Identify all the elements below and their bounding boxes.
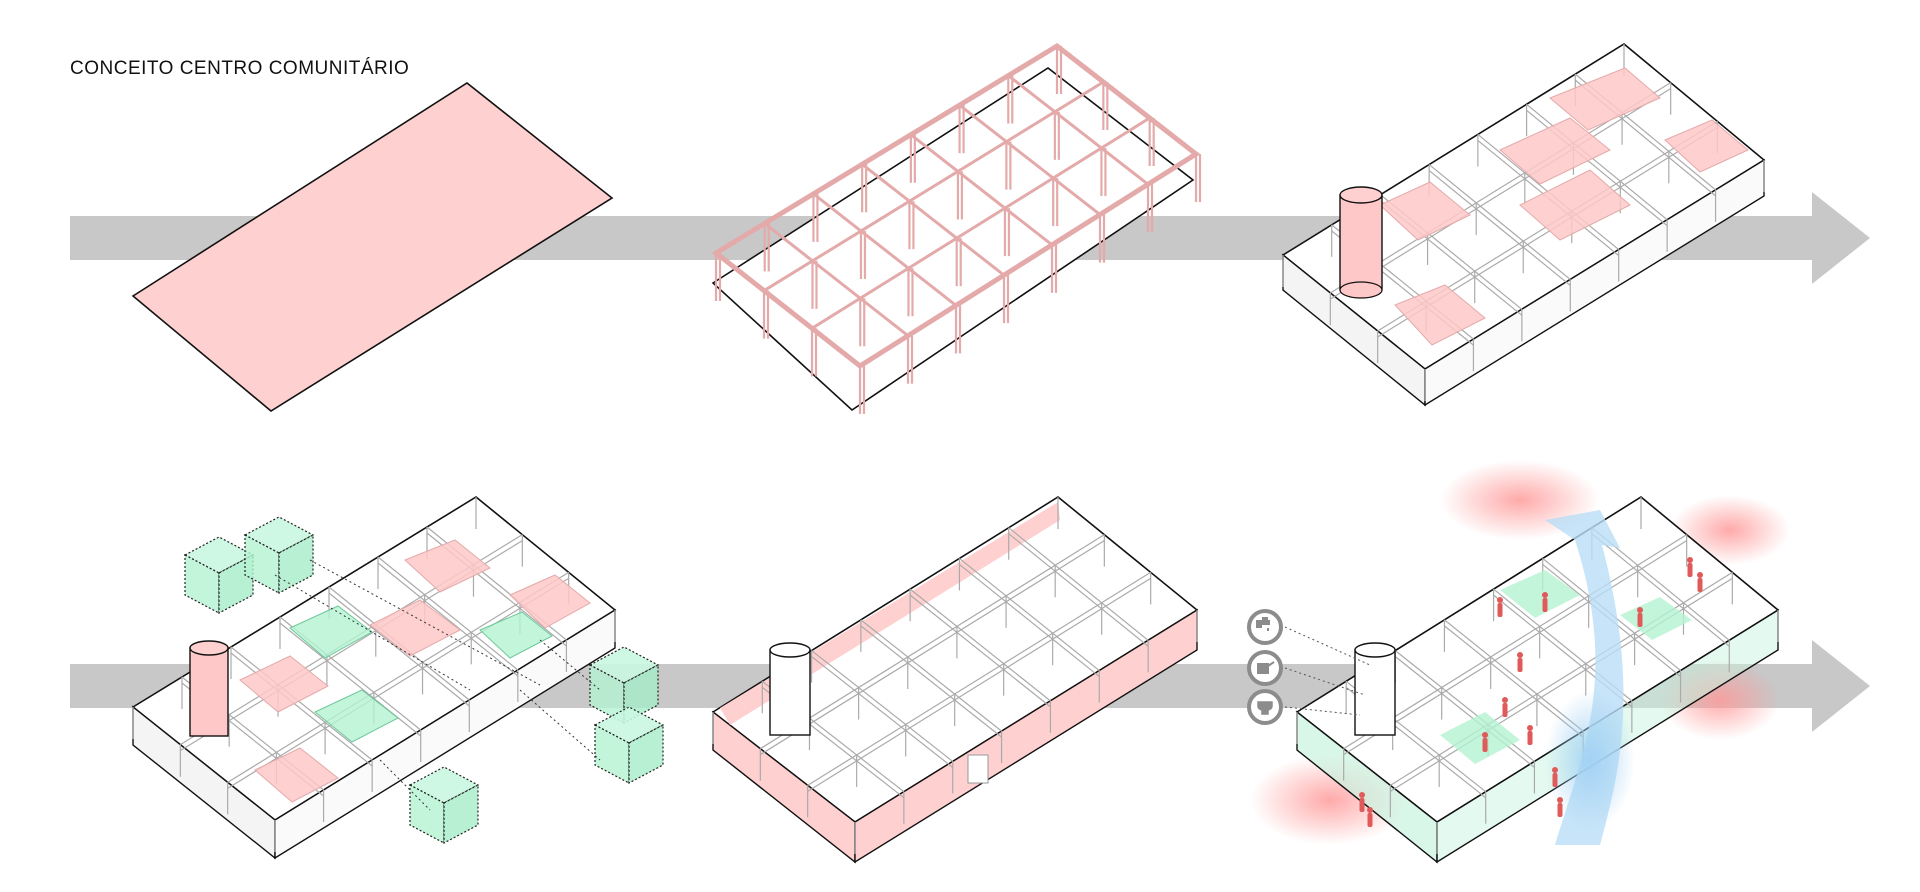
water-tower: [1354, 642, 1396, 736]
page-title: CONCEITO CENTRO COMUNITÁRIO: [70, 58, 410, 79]
water-tower: [1339, 186, 1383, 299]
watering-can-icon: [1247, 650, 1283, 686]
water-tower: [769, 642, 811, 736]
stage-2-structural-grid: [711, 42, 1202, 414]
stage-1-site-plane: [131, 82, 614, 412]
water-tower: [189, 640, 229, 737]
faucet-icon: [1247, 609, 1283, 645]
stage-3-program-volumes: [1281, 43, 1766, 407]
stage-5-enclosure: [711, 496, 1199, 864]
stage-4-green-modules: [131, 496, 665, 860]
toilet-icon: [1247, 689, 1283, 725]
stage-6-environmental: [1250, 460, 1790, 864]
